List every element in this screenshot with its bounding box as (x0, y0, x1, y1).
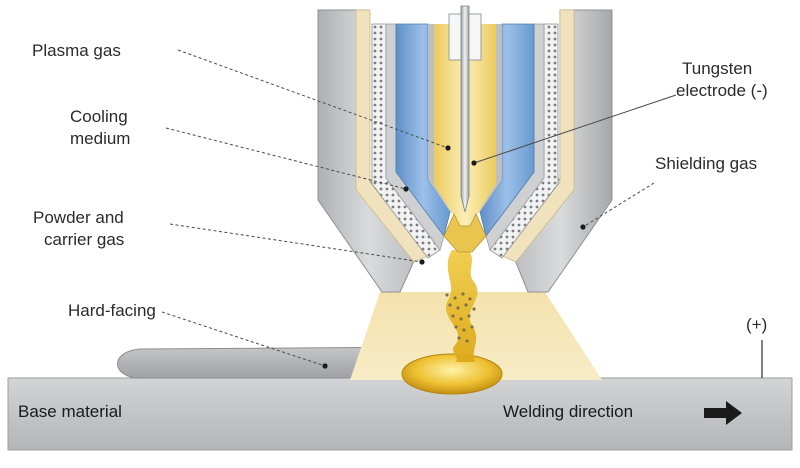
label-powder-carrier-gas: Powder and carrier gas (33, 207, 124, 251)
constriction-throat (443, 213, 487, 253)
label-welding-direction: Welding direction (503, 402, 634, 421)
label-shielding-gas: Shielding gas (655, 154, 758, 173)
leader-hard-facing (161, 311, 326, 367)
leader-tungsten-electrode (473, 94, 677, 164)
label-hard-facing: Hard-facing (68, 301, 156, 320)
label-cooling-medium-line1: Cooling (70, 107, 128, 126)
transferred-arc (445, 250, 478, 362)
label-cooling-medium-line2: medium (70, 129, 131, 148)
label-tungsten-electrode: Tungsten electrode (-) (676, 58, 768, 102)
label-base-material: Base material (18, 402, 122, 421)
label-tungsten-line2: electrode (-) (676, 81, 768, 100)
label-positive-terminal: (+) (746, 315, 768, 334)
weld-pool (401, 353, 503, 395)
powder-particles (445, 292, 476, 343)
leader-lines (161, 49, 655, 367)
leader-dots (322, 145, 586, 369)
label-tungsten-line1: Tungsten (682, 59, 753, 78)
tungsten-electrode (460, 5, 470, 213)
label-cooling-medium: Cooling medium (70, 106, 130, 150)
leader-shielding-gas (582, 182, 655, 228)
label-plasma-gas: Plasma gas (32, 41, 121, 60)
leader-cooling-medium (165, 127, 407, 190)
welding-direction-arrow (704, 401, 742, 425)
inner-wall-right (476, 24, 502, 214)
nozzle-liner-right (501, 9, 575, 263)
inner-wall-left (428, 24, 454, 214)
base-material-plate (7, 377, 793, 451)
label-powder-line1: Powder and (33, 208, 124, 227)
label-powder-line2: carrier gas (44, 230, 125, 249)
leader-powder (169, 223, 423, 263)
leader-plasma-gas (177, 49, 449, 149)
